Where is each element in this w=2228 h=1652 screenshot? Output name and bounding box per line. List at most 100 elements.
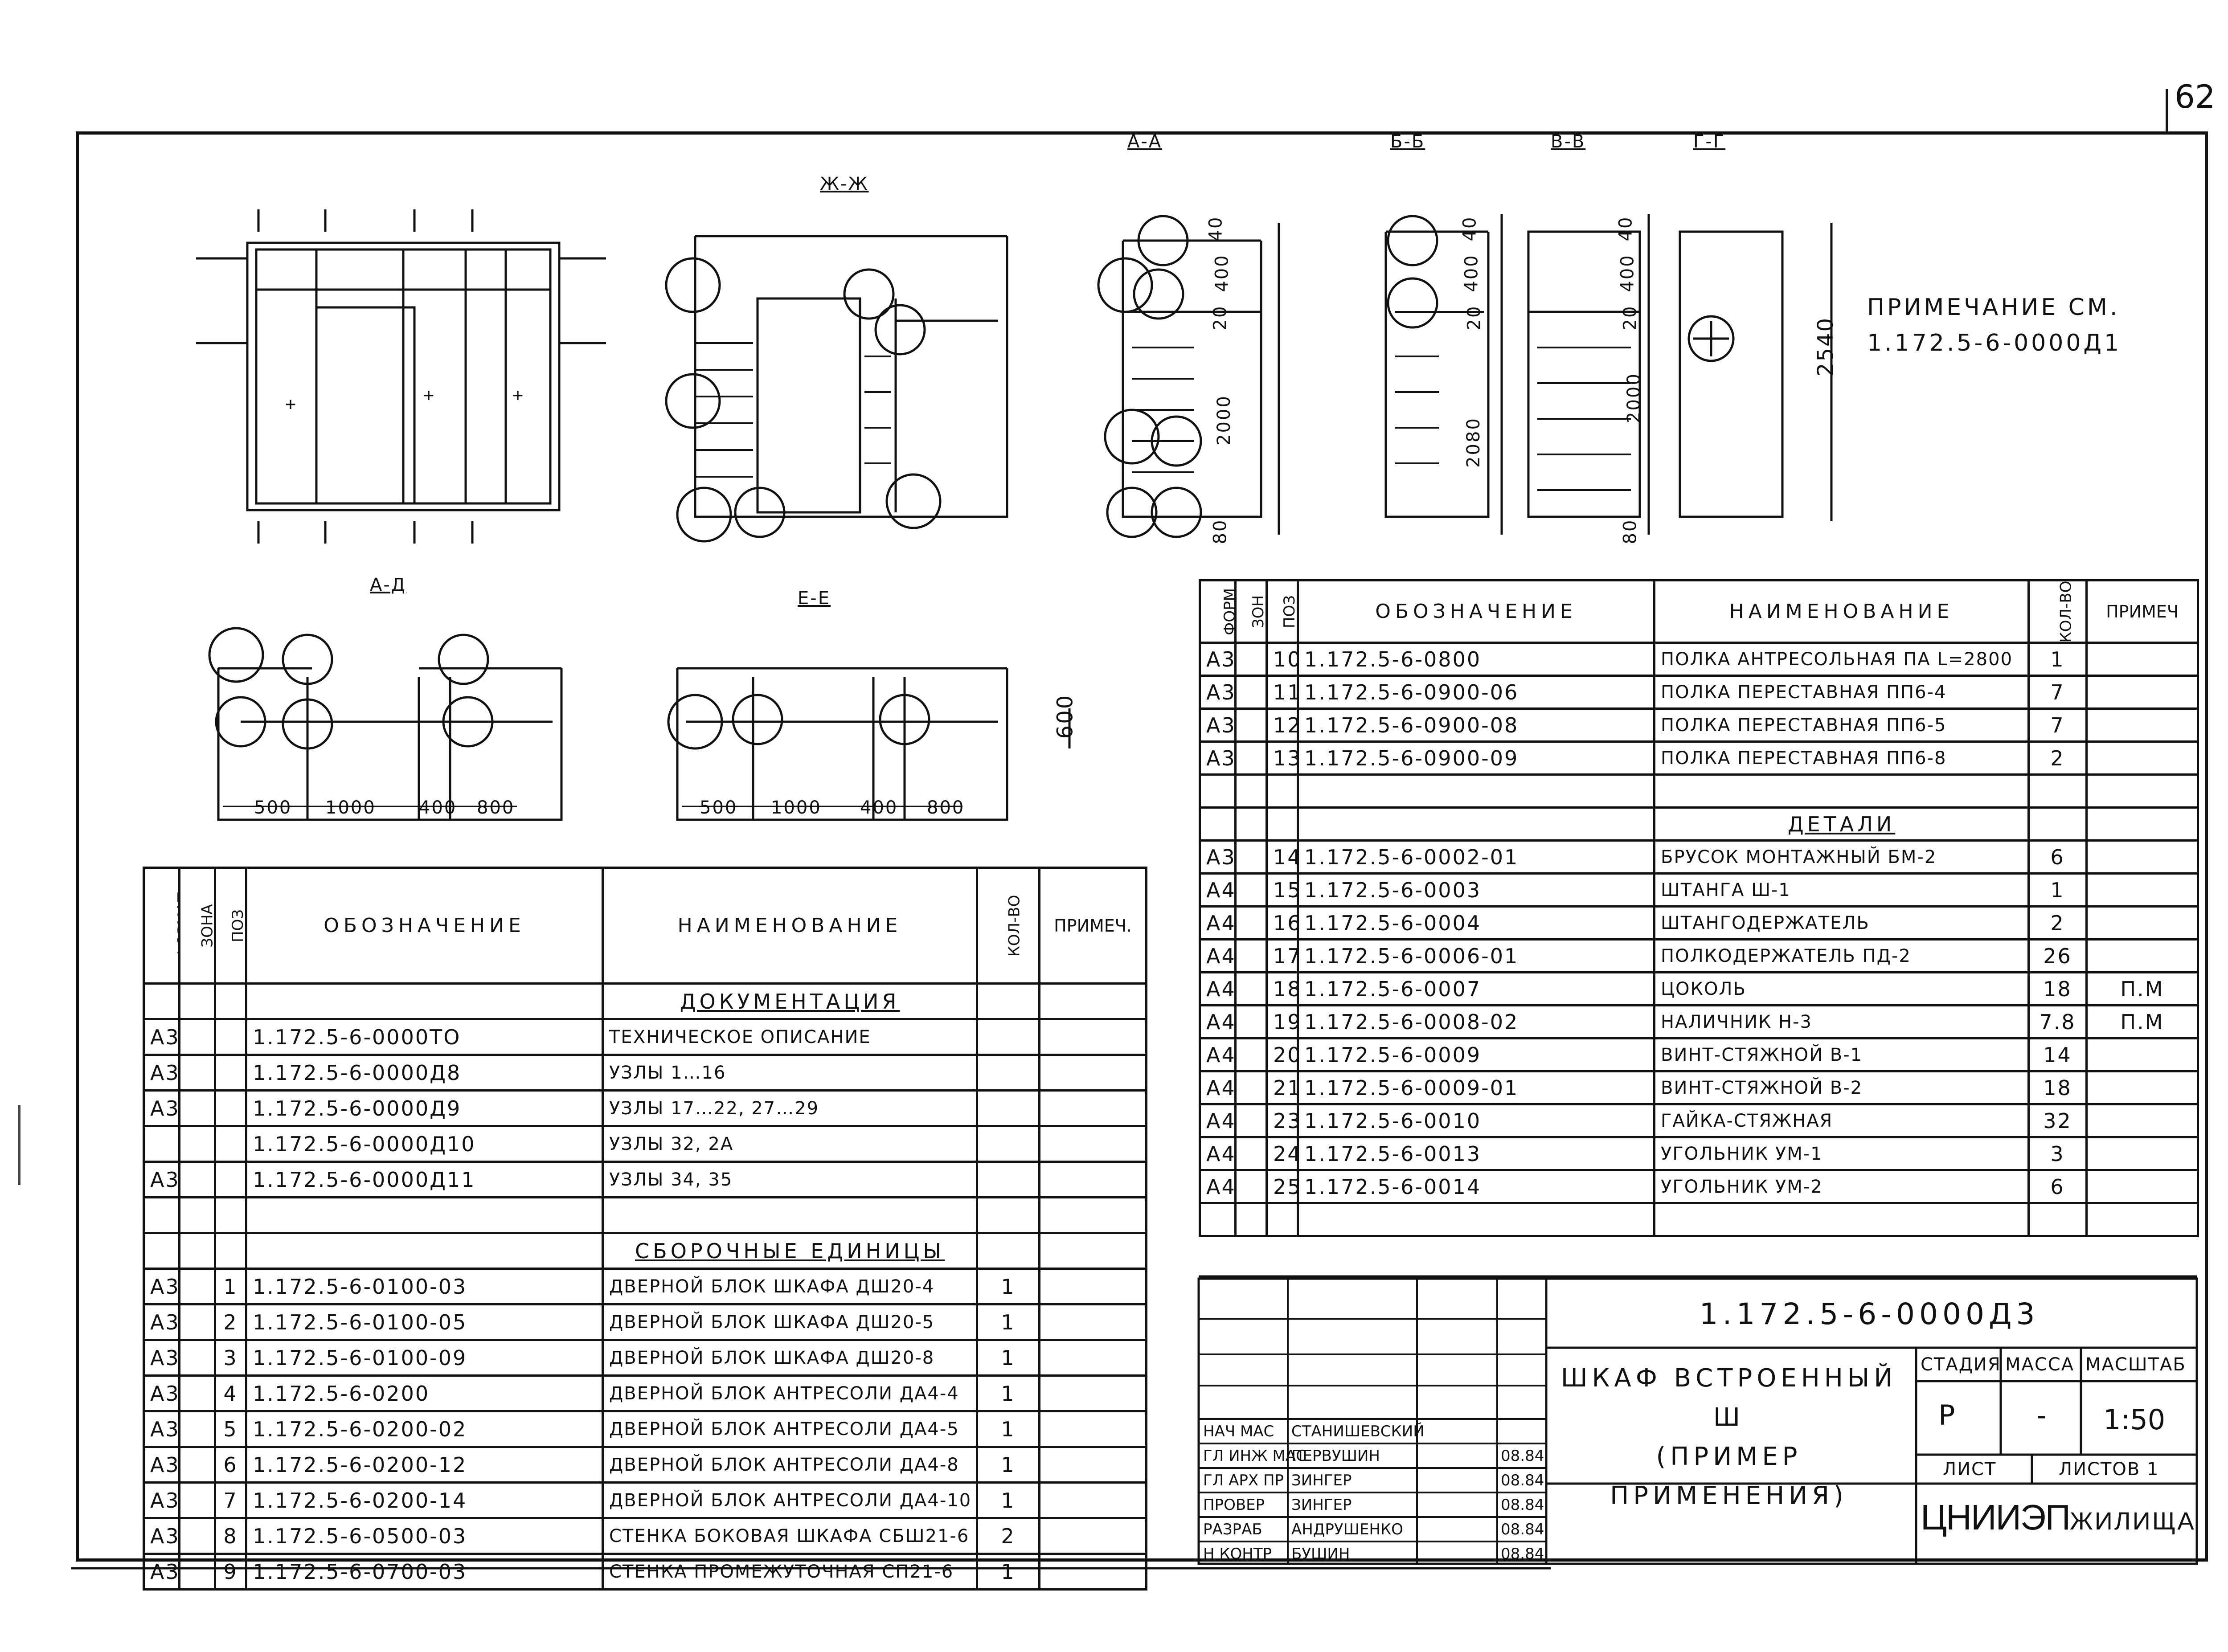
document-code: 1.172.5-6-0000Д3 [1699,1297,2040,1331]
header-qty: КОЛ-ВО [2027,579,2088,644]
cell-name: ПОЛКА АНТРЕСОЛЬНАЯ ПА L=2800 [1653,642,2030,677]
cell-qty: 1 [976,1410,1040,1448]
specification-table-left: ФОРМАТ ЗОНА ПОЗ ОБОЗНАЧЕНИЕ НАИМЕНОВАНИЕ… [143,867,1147,1591]
cell-note [2085,1169,2199,1204]
cell-qty: 6 [2027,839,2088,875]
cell-name: СТЕНКА БОКОВАЯ ШКАФА СБШ21-6 [602,1517,978,1555]
cell-zone [1234,1169,1268,1204]
header-zone: ЗОНА [178,867,216,985]
signature-role: ГЛ ИНЖ МАС [1203,1447,1306,1465]
cell-qty: 2 [2027,740,2088,776]
reference-note-line1: ПРИМЕЧАНИЕ СМ. [1867,294,2120,321]
cell-zone [178,1089,216,1127]
section-vv-view [1527,214,1650,535]
cell-format: А4 [1199,905,1237,940]
sheets-count: ЛИСТОВ 1 [2059,1459,2159,1480]
section-row: ДЕТАЛИ [1199,806,2199,842]
dimension-label: 1000 [771,797,822,818]
cell-designation: 1.172.5-6-0100-09 [245,1339,604,1377]
signature-name: ПЕРВУШИН [1291,1447,1380,1465]
cell-name: ПОЛКА ПЕРЕСТАВНАЯ ПП6-4 [1653,675,2030,710]
cell-name: ДВЕРНОЙ БЛОК ШКАФА ДШ20-4 [602,1268,978,1305]
cell-format: А4 [1199,1136,1237,1171]
section-label-gg: Г-Г [1693,131,1726,152]
cell-format: А3 [143,1339,180,1377]
cell-note [1038,1303,1147,1341]
cell-format: А3 [1199,740,1237,776]
signature-role: ПРОВЕР [1203,1496,1265,1514]
stage-label: СТАДИЯ [1921,1354,2001,1375]
cell-name: ДВЕРНОЙ БЛОК АНТРЕСОЛИ ДА4-10 [602,1481,978,1519]
cell-format: А3 [143,1410,180,1448]
cell-note [2085,1136,2199,1171]
cell-designation: 1.172.5-6-0007 [1297,971,1655,1006]
cell-qty: 1 [976,1303,1040,1341]
cell-designation: 1.172.5-6-0000Д11 [245,1161,604,1198]
cell-zone [1234,1004,1268,1039]
cell-note [1038,1553,1147,1591]
signature-date: 08.84 [1501,1496,1544,1514]
cell-pos: 17 [1266,938,1299,973]
cell-name: УЗЛЫ 32, 2А [602,1125,978,1163]
cell-designation: 1.172.5-6-0200-02 [245,1410,604,1448]
scale-label: МАСШТАБ [2085,1354,2186,1375]
signature-role: НАЧ МАС [1203,1423,1274,1440]
cell-note [1038,1374,1147,1412]
cell-pos: 6 [214,1446,247,1484]
cell-designation: 1.172.5-6-0009 [1297,1037,1655,1072]
cell-format: А3 [143,1018,180,1056]
cell-pos: 24 [1266,1136,1299,1171]
cell-designation: 1.172.5-6-0009-01 [1297,1070,1655,1105]
cell-designation: 1.172.5-6-0500-03 [245,1517,604,1555]
cell-qty [976,1161,1040,1198]
cell-note [1038,1410,1147,1448]
document-title: ШКАФ ВСТРОЕННЫЙ Ш (ПРИМЕР ПРИМЕНЕНИЯ) [1551,1359,1907,1516]
cell-qty: 1 [976,1339,1040,1377]
cell-designation: 1.172.5-6-0200 [245,1374,604,1412]
reference-note: ПРИМЕЧАНИЕ СМ. 1.172.5-6-0000Д1 [1867,290,2122,361]
empty-row [143,1196,1147,1234]
signature-date: 08.84 [1501,1447,1544,1465]
cell-note [1038,1446,1147,1484]
cell-pos: 3 [214,1339,247,1377]
cell-note [2085,905,2199,940]
signature-name: ЗИНГЕР [1291,1472,1352,1489]
cell-designation: 1.172.5-6-0000Д10 [245,1125,604,1163]
cell-name: БРУСОК МОНТАЖНЫЙ БМ-2 [1653,839,2030,875]
cell-zone [1234,872,1268,908]
cell-zone [1234,971,1268,1006]
signature-date: 08.84 [1501,1521,1544,1538]
cell-designation: 1.172.5-6-0200-14 [245,1481,604,1519]
cell-format [143,1125,180,1163]
cell-designation: 1.172.5-6-0200-12 [245,1446,604,1484]
cell-name: ВИНТ-СТЯЖНОЙ В-2 [1653,1070,2030,1105]
cell-note [1038,1517,1147,1555]
signature-name: БУШИН [1291,1545,1350,1563]
section-label-aa: А-А [1127,131,1163,152]
cell-pos: 19 [1266,1004,1299,1039]
cell-format: А4 [1199,938,1237,973]
cell-name: УЗЛЫ 34, 35 [602,1161,978,1198]
section-details: ДЕТАЛИ [1653,806,2030,842]
cell-note [2085,1070,2199,1105]
cell-zone [1234,1136,1268,1171]
header-note: ПРИМЕЧ [2085,579,2199,644]
cell-note [2085,1103,2199,1138]
section-label-zhzh: Ж-Ж [820,174,869,194]
cell-name: ГАЙКА-СТЯЖНАЯ [1653,1103,2030,1138]
cell-format: А3 [1199,642,1237,677]
section-documentation: ДОКУМЕНТАЦИЯ [602,982,978,1020]
cell-format: А3 [1199,707,1237,743]
cell-designation: 1.172.5-6-0006-01 [1297,938,1655,973]
section-row: ДОКУМЕНТАЦИЯ [143,982,1147,1020]
